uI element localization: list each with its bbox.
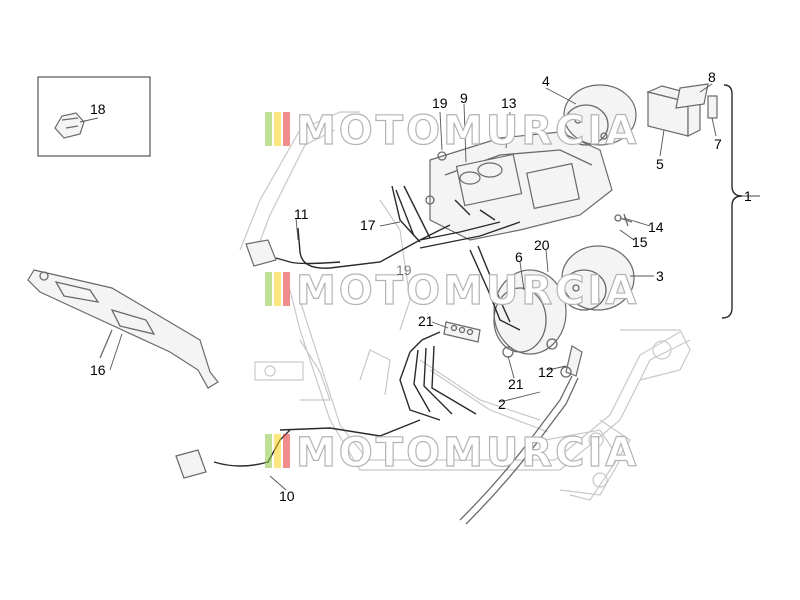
part-label-8: 8	[708, 69, 716, 85]
part-label-5: 5	[656, 156, 664, 172]
part-label-19: 19	[432, 95, 448, 111]
part-label-4: 4	[542, 73, 550, 89]
part-label-18: 18	[90, 101, 106, 117]
part-label-11: 11	[294, 206, 309, 222]
part-label-13: 13	[501, 95, 517, 111]
instrument-cluster-icon	[425, 83, 718, 378]
part-label-19-partial: 19	[396, 262, 412, 278]
part-18-clip-icon	[54, 112, 85, 139]
part-label-3: 3	[656, 268, 664, 284]
part-label-12: 12	[538, 364, 554, 380]
part-label-15: 15	[632, 234, 648, 250]
frame-icon	[239, 111, 691, 501]
part-label-2: 2	[498, 396, 506, 412]
part-label-16: 16	[90, 362, 106, 378]
part-16-bracket-icon	[27, 269, 219, 389]
watermark-text-middle: MOTOMURCIA	[296, 268, 639, 314]
part-labels: 1 2 3 4 5 6 7 8 9 10 11 12 13 14 15 16 1…	[90, 69, 752, 504]
part-label-6: 6	[515, 249, 523, 265]
watermark-top: MOTOMURCIA	[265, 107, 639, 155]
part-label-21-b: 21	[508, 376, 524, 392]
part-label-1: 1	[744, 188, 752, 204]
group-bracket-1	[721, 84, 743, 319]
part-label-21-a: 21	[418, 313, 434, 329]
part-label-17: 17	[360, 217, 376, 233]
watermark-text-top: MOTOMURCIA	[296, 108, 639, 154]
watermark-bottom: MOTOMURCIA	[265, 429, 639, 477]
part-label-7: 7	[714, 136, 722, 152]
part-label-10: 10	[279, 488, 295, 504]
part-label-20: 20	[534, 237, 550, 253]
inset-box-part-18	[37, 76, 151, 157]
watermark-text-bottom: MOTOMURCIA	[296, 430, 639, 476]
part-label-9: 9	[460, 90, 468, 106]
watermark-middle: MOTOMURCIA	[265, 267, 639, 315]
part-label-14: 14	[648, 219, 664, 235]
leader-lines	[79, 83, 717, 491]
